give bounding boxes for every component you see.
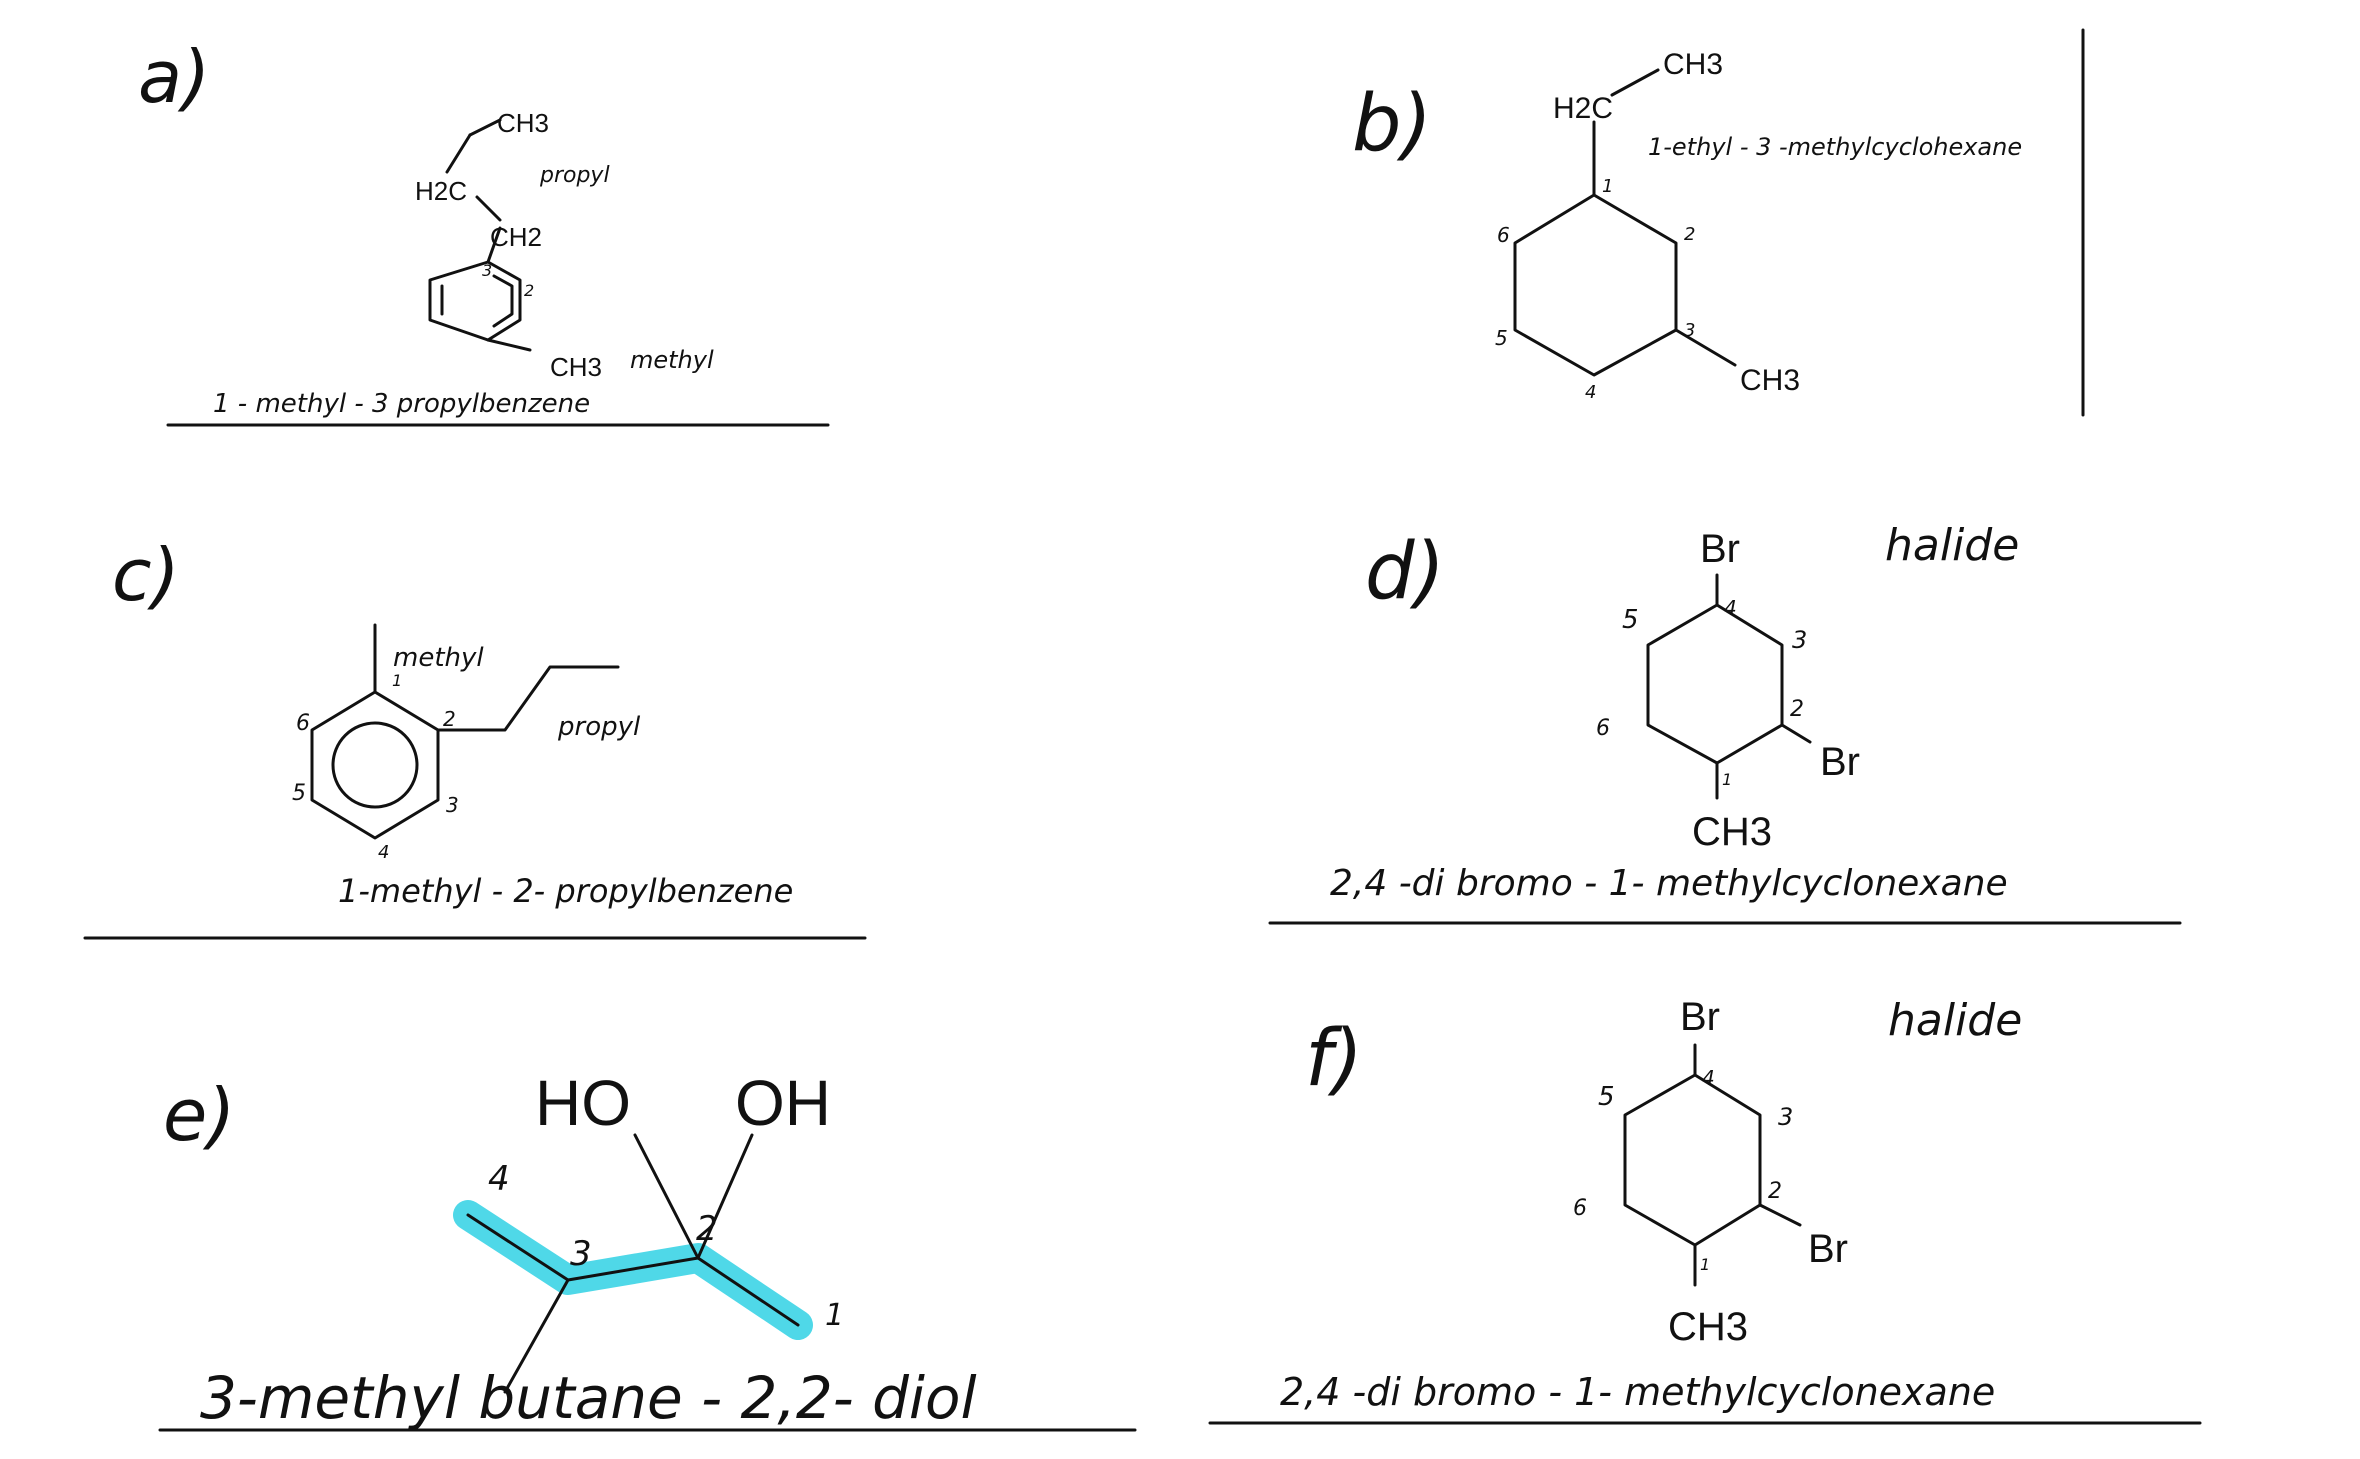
panel-b-locant-2: 2 [1684, 224, 1695, 245]
panel-e-answer: 3-methyl butane - 2,2- diol [200, 1364, 977, 1432]
panel-f-structure: Br Br CH3 1 2 3 4 5 6 [1573, 995, 1848, 1349]
panel-c-letter: c) [112, 533, 180, 617]
panel-a-locant-3: 3 [482, 261, 492, 280]
panel-a-structure: CH3 H2C CH2 CH3 3 2 [415, 108, 602, 382]
panel-d-atom-ch3: CH3 [1692, 810, 1772, 854]
panel-d-locant-4: 4 [1724, 596, 1737, 620]
panel-d-atom-br-right: Br [1820, 740, 1860, 784]
panel-a-answer: 1 - methyl - 3 propylbenzene [213, 389, 590, 419]
panel-e-structure: HO OH 4 3 2 1 [453, 1067, 844, 1394]
panel-d-answer: 2,4 -di bromo - 1- methylcyclonexane [1330, 863, 2008, 904]
panel-b-locant-5: 5 [1495, 326, 1508, 350]
panel-c: c) 2 3 4 5 6 1 methyl propyl 1-methyl - … [83, 533, 867, 940]
panel-e-locant-3: 3 [570, 1234, 592, 1274]
panel-e-atom-ho: HO [535, 1067, 631, 1139]
panel-a-atom-ch3-ring: CH3 [550, 352, 602, 382]
panel-b-locant-4: 4 [1585, 382, 1596, 403]
panel-f-atom-br-right: Br [1808, 1227, 1848, 1271]
panel-e-locant-2: 2 [696, 1209, 718, 1249]
panel-d: d) Br Br CH3 1 2 3 4 5 6 halide 2,4 -di … [1268, 520, 2182, 925]
panel-e-main-chain [466, 1213, 800, 1327]
panel-e-letter: e) [163, 1073, 235, 1157]
panel-c-locant-5: 5 [292, 781, 306, 806]
panel-f-locant-3: 3 [1778, 1103, 1793, 1131]
panel-f-locant-1: 1 [1700, 1255, 1710, 1274]
panel-d-locant-1: 1 [1722, 770, 1732, 789]
panel-d-structure: Br Br CH3 1 2 3 4 5 6 [1596, 527, 1860, 854]
panel-d-note-halide: halide [1885, 520, 2019, 571]
panel-d-locant-5: 5 [1622, 605, 1639, 635]
panel-d-locant-3: 3 [1792, 626, 1807, 654]
panel-d-atom-br-top: Br [1700, 527, 1740, 571]
panel-a: a) CH3 H2C CH2 CH3 3 2 propyl methyl 1 -… [138, 35, 830, 427]
panel-f-cyclohexane-ring [1623, 1073, 1762, 1247]
panel-c-benzene-ring [310, 690, 440, 840]
panel-d-locant-2: 2 [1790, 697, 1804, 722]
panel-e-atom-oh: OH [735, 1067, 831, 1139]
panel-c-locant-3: 3 [446, 793, 459, 817]
panel-c-note-propyl: propyl [557, 712, 641, 742]
panel-a-note-methyl: methyl [630, 346, 714, 374]
panel-c-note-methyl: methyl [393, 643, 484, 673]
panel-b-atom-ch3-top: CH3 [1663, 48, 1723, 81]
panel-c-locant-1: 1 [392, 671, 402, 690]
panel-e-locant-1: 1 [825, 1298, 844, 1333]
panel-c-propyl-chain [436, 665, 620, 732]
panel-d-locant-6: 6 [1596, 716, 1610, 741]
panel-b-locant-3: 3 [1684, 320, 1695, 341]
panel-f-note-halide: halide [1888, 995, 2022, 1046]
panel-f-letter: f) [1305, 1014, 1363, 1104]
panel-b-locant-6: 6 [1497, 223, 1510, 247]
panel-a-letter: a) [138, 35, 210, 119]
panel-d-letter: d) [1365, 527, 1445, 617]
panel-a-atom-h2c: H2C [415, 176, 467, 206]
panel-f-locant-6: 6 [1573, 1196, 1587, 1221]
panel-b-locant-1: 1 [1602, 176, 1613, 197]
panel-a-atom-ch3-top: CH3 [497, 108, 549, 138]
panel-c-locant-4: 4 [378, 842, 389, 863]
panel-b-letter: b) [1352, 79, 1432, 169]
panel-c-answer: 1-methyl - 2- propylbenzene [338, 872, 793, 910]
panel-c-aromatic-circle [331, 721, 419, 809]
panel-e: e) HO OH 4 3 2 1 3-methyl butane - 2,2- … [158, 1067, 1137, 1432]
panel-f-atom-ch3: CH3 [1668, 1305, 1748, 1349]
panel-c-locant-2: 2 [443, 707, 456, 731]
panel-b-cyclohexane-ring [1513, 193, 1678, 377]
panel-f-locant-5: 5 [1598, 1082, 1615, 1112]
panel-f-locant-2: 2 [1768, 1179, 1782, 1204]
panel-f: f) Br Br CH3 1 2 3 4 5 6 halide 2,4 -di … [1208, 995, 2202, 1425]
panel-b-atom-ch3-ring: CH3 [1740, 364, 1800, 397]
panel-c-locant-6: 6 [296, 711, 310, 736]
panel-f-atom-br-top: Br [1680, 995, 1720, 1039]
panel-a-note-propyl: propyl [539, 163, 610, 188]
panel-e-locant-4: 4 [488, 1159, 510, 1199]
panel-d-cyclohexane-ring [1646, 603, 1784, 765]
panel-b-atom-h2c: H2C [1553, 92, 1613, 125]
panel-c-structure: 2 3 4 5 6 1 [292, 623, 620, 863]
panel-f-answer: 2,4 -di bromo - 1- methylcyclonexane [1280, 1370, 1995, 1414]
panel-a-atom-ch2: CH2 [490, 222, 542, 252]
panel-a-locant-2: 2 [524, 281, 534, 300]
panel-b: b) CH3 H2C CH3 1 2 3 4 5 6 1-ethyl - 3 -… [1352, 28, 2085, 417]
panel-b-structure: CH3 H2C CH3 1 2 3 4 5 6 [1495, 48, 1800, 403]
panel-b-answer: 1-ethyl - 3 -methylcyclohexane [1648, 133, 2022, 161]
panel-f-locant-4: 4 [1702, 1066, 1715, 1090]
